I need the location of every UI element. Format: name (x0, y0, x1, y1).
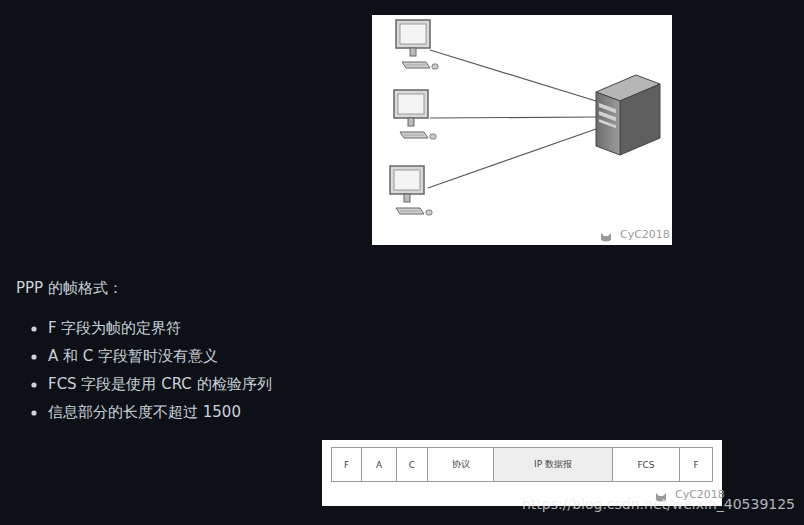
frame-field: 协议 (427, 447, 494, 482)
field-label: F (344, 460, 349, 470)
network-lines (428, 50, 596, 188)
frame-field: F (679, 447, 713, 482)
computer-icon (396, 20, 438, 69)
field-label: 协议 (452, 458, 470, 471)
watermark: CyC2018 (620, 228, 670, 241)
bullet-text: 信息部分的长度不超过 1500 (48, 403, 241, 422)
url-watermark: https://blog.csdn.net/weixin_40539125 (522, 496, 795, 512)
frame-field: F (331, 447, 362, 482)
field-label: FCS (637, 460, 654, 470)
server-icon (596, 75, 660, 155)
bullet-dots (31, 326, 36, 415)
field-label: F (693, 460, 698, 470)
bullet-text: A 和 C 字段暂时没有意义 (48, 347, 218, 366)
bullet-text: F 字段为帧的定界符 (48, 319, 181, 338)
field-label: IP 数据报 (534, 458, 572, 471)
frame-field: C (396, 447, 428, 482)
field-label: A (376, 460, 382, 470)
computer-icon (394, 90, 436, 139)
bullet-text: FCS 字段是使用 CRC 的检验序列 (48, 375, 272, 394)
frame-field: IP 数据报 (493, 447, 613, 482)
section-heading: PPP 的帧格式： (16, 279, 123, 298)
watermark-icon (601, 233, 611, 242)
frame-field: A (361, 447, 397, 482)
computer-icon (390, 166, 432, 215)
field-label: C (409, 460, 415, 470)
image-panel (372, 15, 672, 245)
frame-field: FCS (612, 447, 680, 482)
